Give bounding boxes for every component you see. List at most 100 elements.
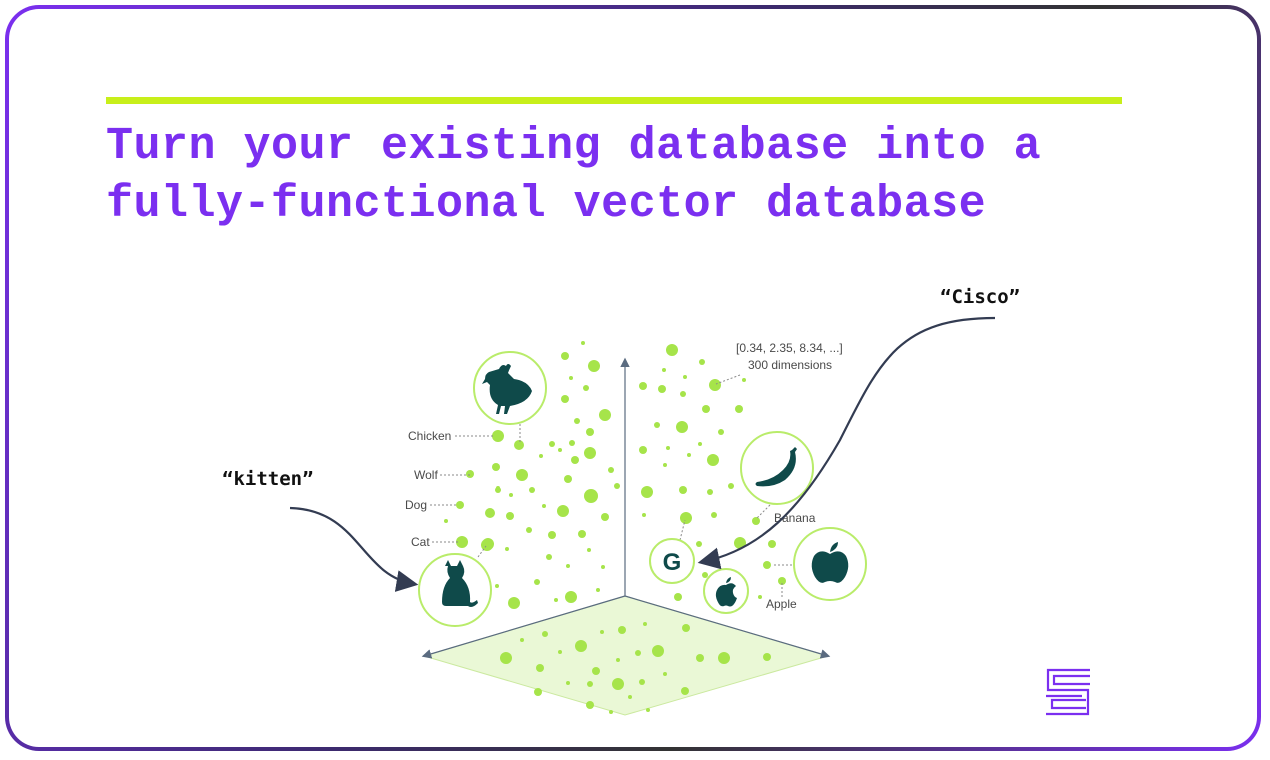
vector-point <box>718 652 730 664</box>
vector-point <box>702 572 708 578</box>
google-icon: G <box>649 538 695 584</box>
vector-point <box>500 652 512 664</box>
vector-point <box>680 391 686 397</box>
vector-point <box>564 475 572 483</box>
label-wolf: Wolf <box>414 468 438 482</box>
vector-point <box>581 341 585 345</box>
vector-point <box>506 512 514 520</box>
vector-point <box>702 405 710 413</box>
vector-point <box>584 447 596 459</box>
vector-point <box>542 504 546 508</box>
vector-point <box>711 512 717 518</box>
vector-point <box>652 645 664 657</box>
label-dimensions: 300 dimensions <box>748 358 832 372</box>
label-vector: [0.34, 2.35, 8.34, ...] <box>736 341 843 355</box>
vector-point <box>592 667 600 675</box>
vector-point <box>569 376 573 380</box>
vector-point <box>596 588 600 592</box>
vector-point <box>505 547 509 551</box>
vector-point <box>466 470 474 478</box>
vector-point <box>763 561 771 569</box>
vector-point <box>666 446 670 450</box>
vector-point <box>578 530 586 538</box>
vector-point <box>569 440 575 446</box>
vector-point <box>663 463 667 467</box>
vector-point <box>600 630 604 634</box>
vector-points <box>444 341 786 714</box>
label-chicken: Chicken <box>408 429 451 443</box>
vector-point <box>456 501 464 509</box>
apple-logo-icon <box>703 568 749 614</box>
vector-point <box>628 695 632 699</box>
vector-point <box>639 382 647 390</box>
vector-point <box>557 505 569 517</box>
vector-point <box>698 442 702 446</box>
vector-point <box>583 385 589 391</box>
vector-point <box>752 517 760 525</box>
vector-point <box>683 375 687 379</box>
vector-point <box>680 512 692 524</box>
vector-point <box>509 493 513 497</box>
vector-point <box>643 622 647 626</box>
vector-point <box>663 672 667 676</box>
vector-point <box>536 664 544 672</box>
vector-point <box>696 541 702 547</box>
vector-point <box>609 710 613 714</box>
title-line-2: fully-functional vector database <box>106 179 987 230</box>
vector-point <box>566 564 570 568</box>
vector-point <box>707 489 713 495</box>
vector-point <box>608 467 614 473</box>
vector-point <box>682 624 690 632</box>
vector-point <box>616 658 620 662</box>
vector-point <box>492 463 500 471</box>
vector-point <box>565 591 577 603</box>
vector-point <box>554 598 558 602</box>
slide-title: Turn your existing database into a fully… <box>106 118 1206 234</box>
vector-point <box>561 395 569 403</box>
vector-point <box>728 483 734 489</box>
vector-point <box>642 513 646 517</box>
vector-point <box>614 483 620 489</box>
vector-point <box>696 654 704 662</box>
vector-point <box>574 418 580 424</box>
vector-point <box>444 519 448 523</box>
chicken-icon <box>473 351 547 425</box>
vector-point <box>676 421 688 433</box>
vector-point <box>587 681 593 687</box>
vector-point <box>548 531 556 539</box>
vector-point <box>526 527 532 533</box>
kitten-callout: “kitten” <box>222 468 314 490</box>
kitten-arrow <box>289 506 419 592</box>
vector-point <box>758 595 762 599</box>
vector-point <box>735 405 743 413</box>
cat-icon <box>418 553 492 627</box>
vector-point <box>520 638 524 642</box>
banana-icon <box>740 431 814 505</box>
vector-point <box>508 597 520 609</box>
vector-point <box>587 548 591 552</box>
axis-left <box>421 595 626 659</box>
label-apple: Apple <box>766 597 797 611</box>
brand-logo-icon <box>1046 668 1090 716</box>
vector-point <box>734 537 746 549</box>
accent-bar <box>106 97 1122 104</box>
vector-point <box>646 708 650 712</box>
title-line-1: Turn your existing database into a <box>106 121 1042 172</box>
vector-point <box>542 631 548 637</box>
vector-point <box>635 650 641 656</box>
cisco-arrow <box>697 316 996 570</box>
vector-point <box>709 379 721 391</box>
vector-point <box>718 429 724 435</box>
vector-point <box>481 539 493 551</box>
vector-point <box>492 430 504 442</box>
vector-point <box>566 681 570 685</box>
vector-point <box>674 593 682 601</box>
vector-point <box>534 688 542 696</box>
vector-point <box>612 678 624 690</box>
vector-point <box>666 344 678 356</box>
vector-point <box>681 687 689 695</box>
vector-point <box>599 409 611 421</box>
vector-point <box>699 359 705 365</box>
label-cat: Cat <box>411 535 430 549</box>
